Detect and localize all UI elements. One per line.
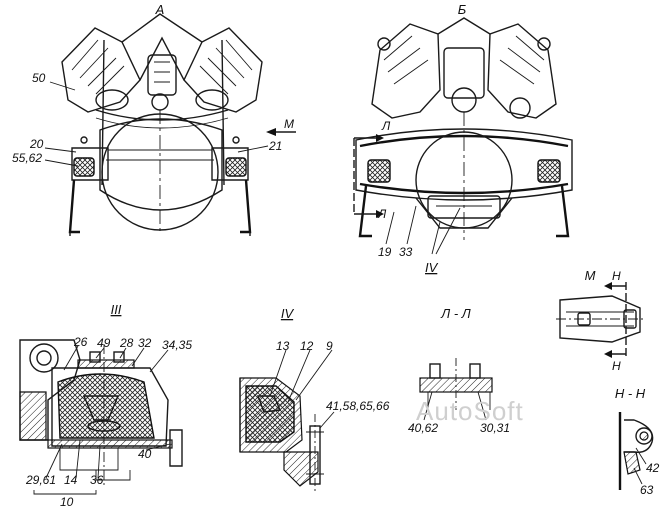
callout-21: 21 bbox=[268, 139, 282, 153]
callout-28: 28 bbox=[119, 336, 134, 350]
callout-55-62: 55,62 bbox=[12, 151, 42, 165]
callout-10: 10 bbox=[60, 495, 74, 509]
detail-iv-mount-section bbox=[239, 377, 324, 494]
detail-iii-title: III bbox=[111, 302, 122, 317]
callout-10-brace bbox=[33, 490, 97, 495]
section-line-l bbox=[353, 134, 384, 218]
callout-12: 12 bbox=[300, 339, 314, 353]
detail-iii-leaders bbox=[45, 345, 171, 479]
section-mark-m: М bbox=[284, 117, 294, 131]
detail-iii-mount-section bbox=[19, 339, 183, 488]
callout-26: 26 bbox=[73, 335, 88, 349]
callout-50: 50 bbox=[32, 71, 46, 85]
section-mark-h-bottom: Н bbox=[612, 359, 621, 373]
section-h-h bbox=[618, 412, 654, 490]
callout-20: 20 bbox=[29, 137, 44, 151]
section-mark-l-top: Л bbox=[381, 119, 391, 133]
section-arrow-m bbox=[266, 128, 296, 136]
callout-32: 32 bbox=[138, 336, 152, 350]
view-a-leaders bbox=[44, 81, 269, 167]
section-l-l-leaders bbox=[423, 391, 487, 421]
view-b-leaders bbox=[385, 205, 461, 255]
view-b-title: Б bbox=[458, 2, 467, 17]
section-h-h-title: Н - Н bbox=[615, 386, 646, 401]
callout-29-61: 29,61 bbox=[25, 473, 56, 487]
callout-40-62: 40,62 bbox=[408, 421, 438, 435]
callout-33: 33 bbox=[399, 245, 413, 259]
section-mark-l-bottom: Л bbox=[377, 207, 387, 221]
callout-30-31: 30,31 bbox=[480, 421, 510, 435]
callout-19: 19 bbox=[378, 245, 392, 259]
callout-40-detail-iii: 40 bbox=[138, 447, 152, 461]
callout-14: 14 bbox=[64, 473, 78, 487]
section-mark-h-top: Н bbox=[612, 269, 621, 283]
detail-iv-title: IV bbox=[281, 306, 295, 321]
view-a-engine-front bbox=[61, 13, 263, 236]
callout-49: 49 bbox=[97, 336, 111, 350]
callout-42: 42 bbox=[646, 461, 660, 475]
callout-13: 13 bbox=[276, 339, 290, 353]
callout-41-58-65-66: 41,58,65,66 bbox=[326, 399, 390, 413]
callout-36: 36 bbox=[90, 473, 104, 487]
callout-34-35: 34,35 bbox=[162, 338, 192, 352]
callout-63: 63 bbox=[640, 483, 654, 497]
section-h-h-leaders bbox=[633, 447, 647, 485]
section-l-l-title: Л - Л bbox=[440, 306, 470, 321]
callout-9: 9 bbox=[326, 339, 333, 353]
view-m-title: М bbox=[585, 268, 596, 283]
detail-mark-iv-under-b: IV bbox=[425, 260, 439, 275]
view-m-bracket bbox=[556, 282, 646, 358]
watermark-text: AutoSoft bbox=[416, 396, 524, 426]
view-a-title: А bbox=[155, 2, 165, 17]
view-b-engine-rear bbox=[355, 17, 573, 240]
section-l-l bbox=[419, 358, 493, 410]
detail-iv-leaders bbox=[269, 349, 335, 429]
